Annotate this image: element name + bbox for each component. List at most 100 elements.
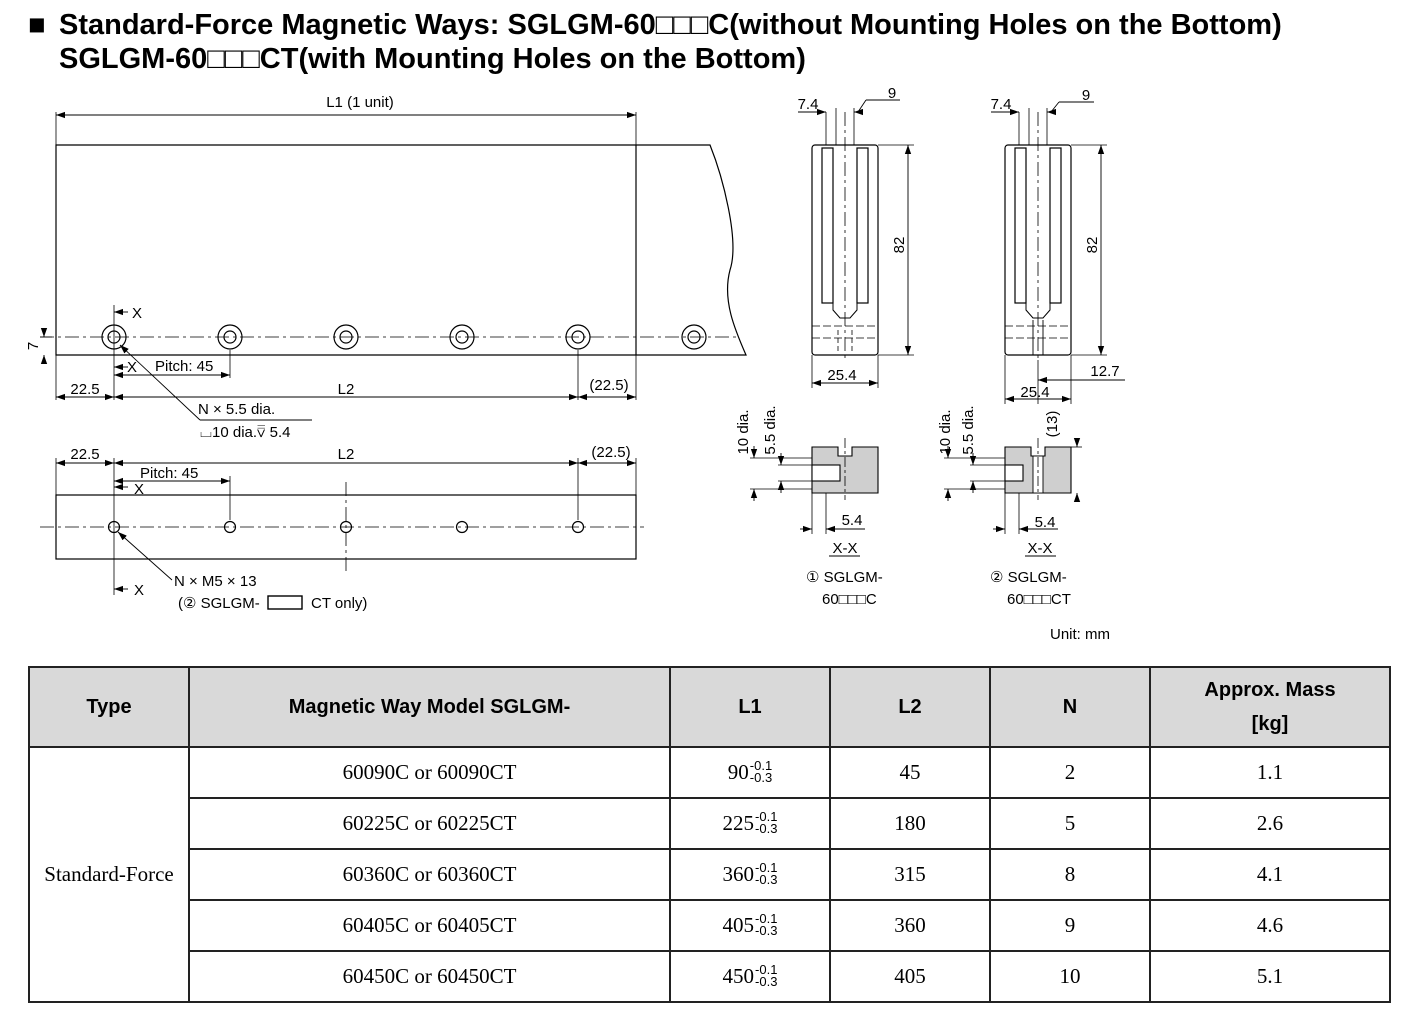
tolerance-lower: -0.3 <box>755 974 778 990</box>
mass-cell: 4.1 <box>1149 848 1391 901</box>
tap-note-1: N × M5 × 13 <box>174 573 257 590</box>
title-text-1: Standard-Force Magnetic Ways: SGLGM-60□□… <box>59 9 1282 41</box>
section-xx-label: X-X <box>832 540 857 557</box>
section-marker-x: X <box>134 481 144 498</box>
l1-cell: 450-0.1-0.3 <box>669 950 831 1003</box>
dim-5-5-dia-label: 5.5 dia. <box>960 405 977 454</box>
tolerance-lower: -0.3 <box>755 923 778 939</box>
mass-cell: 4.6 <box>1149 899 1391 952</box>
l1-cell: 225-0.1-0.3 <box>669 797 831 850</box>
table-row: Standard-Force 60090C or 60090CT 90-0.1-… <box>28 746 1391 1003</box>
table-row: 60225C or 60225CT 225-0.1-0.3 180 5 2.6 <box>29 797 1391 850</box>
bottom-view <box>40 458 644 610</box>
l2-cell: 315 <box>829 848 991 901</box>
tolerance-upper: -0.1 <box>755 962 778 978</box>
header-mass-line-1: Approx. Mass <box>1204 679 1336 701</box>
section-caption-2-line-2: 60□□□CT <box>1007 591 1071 608</box>
section-caption-1-line-1: ① SGLGM- <box>806 569 883 586</box>
l1-cell: 360-0.1-0.3 <box>669 848 831 901</box>
top-view-labels: L1 (1 unit) X X Pitch: 45 22.5 L2 (22.5)… <box>25 94 629 441</box>
top-view <box>40 111 747 421</box>
bullet-icon: ■ <box>28 9 46 41</box>
mass-cell: 2.6 <box>1149 797 1391 850</box>
unit-label: Unit: mm <box>1050 626 1110 643</box>
dim-22-5-paren-label: (22.5) <box>589 377 628 394</box>
dim-25-4-label: 25.4 <box>1020 384 1049 401</box>
tolerance-upper: -0.1 <box>749 758 773 774</box>
section-marker-x: X <box>132 305 142 322</box>
model-cell: 60450C or 60450CT <box>188 950 671 1003</box>
section-caption-1-line-2: 60□□□C <box>822 591 877 608</box>
tolerance-upper: -0.1 <box>755 809 778 825</box>
l1-tolerance: -0.1-0.3 <box>755 861 778 888</box>
model-cell: 60405C or 60405CT <box>188 899 671 952</box>
table-header-row: Type Magnetic Way Model SGLGM- L1 L2 N A… <box>28 666 1391 748</box>
l1-value: 225 <box>722 810 755 835</box>
bottom-view-labels: 22.5 L2 (22.5) Pitch: 45 X X N × M5 × 13… <box>70 444 630 612</box>
dim-9-label: 9 <box>1082 87 1090 104</box>
l1-tolerance: -0.1-0.3 <box>755 962 778 990</box>
l1-tolerance: -0.1-0.3 <box>749 758 773 786</box>
dim-82-label: 82 <box>891 237 908 254</box>
dim-7-label: 7 <box>25 342 42 350</box>
l2-cell: 45 <box>829 746 991 799</box>
dim-7-4-label: 7.4 <box>798 96 819 113</box>
n-cell: 9 <box>989 899 1151 952</box>
section-marker-x: X <box>134 582 144 599</box>
title-line-1: ■ Standard-Force Magnetic Ways: SGLGM-60□… <box>28 8 1398 42</box>
l1-value: 360 <box>722 861 755 886</box>
l1-tolerance: -0.1-0.3 <box>755 911 778 939</box>
end-view-2 <box>991 101 1125 404</box>
type-cell: Standard-Force <box>28 746 190 1003</box>
dim-5-5-dia-label: 5.5 dia. <box>762 405 779 454</box>
dim-12-7-label: 12.7 <box>1090 363 1119 380</box>
header-model: Magnetic Way Model SGLGM- <box>188 666 671 748</box>
l1-tolerance: -0.1-0.3 <box>755 809 778 837</box>
dim-5-4-label: 5.4 <box>1035 514 1056 531</box>
l1-value: 405 <box>722 912 755 937</box>
dim-5-4-label: 5.4 <box>842 512 863 529</box>
dim-22-5-label: 22.5 <box>70 381 99 398</box>
dim-13-label: (13) <box>1044 411 1061 438</box>
n-cell: 10 <box>989 950 1151 1003</box>
dim-7-4-label: 7.4 <box>991 96 1012 113</box>
dim-10-dia-label: 10 dia. <box>937 409 954 454</box>
section-caption-2-line-1: ② SGLGM- <box>990 569 1067 586</box>
tolerance-lower: -0.3 <box>755 872 778 888</box>
section-xx-label: X-X <box>1027 540 1052 557</box>
l1-label: L1 (1 unit) <box>326 94 394 111</box>
l2-cell: 180 <box>829 797 991 850</box>
table-row: 60360C or 60360CT 360-0.1-0.3 315 8 4.1 <box>29 848 1391 901</box>
dimension-table: Type Magnetic Way Model SGLGM- L1 L2 N A… <box>28 666 1391 1003</box>
dim-25-4-label: 25.4 <box>827 367 856 384</box>
header-l2: L2 <box>829 666 991 748</box>
model-cell: 60360C or 60360CT <box>188 848 671 901</box>
hole-note-2: ⌴10 dia.⩢ 5.4 <box>200 424 291 441</box>
tolerance-lower: -0.3 <box>755 821 778 837</box>
l2-cell: 360 <box>829 899 991 952</box>
header-l1: L1 <box>669 666 831 748</box>
section-xx-1 <box>750 438 879 557</box>
title-line-2: SGLGM-60□□□CT(with Mounting Holes on the… <box>59 43 806 75</box>
pitch-label: Pitch: 45 <box>140 465 198 482</box>
tolerance-upper: -0.1 <box>755 911 778 927</box>
n-cell: 8 <box>989 848 1151 901</box>
header-n: N <box>989 666 1151 748</box>
dim-22-5-paren-label: (22.5) <box>591 444 630 461</box>
dim-9-label: 9 <box>888 85 896 102</box>
dim-10-dia-label: 10 dia. <box>735 409 752 454</box>
l2-cell: 405 <box>829 950 991 1003</box>
end-view-1 <box>798 99 914 388</box>
dim-82-label: 82 <box>1084 237 1101 254</box>
tolerance-lower: -0.3 <box>749 770 773 786</box>
dimension-drawing: L1 (1 unit) X X Pitch: 45 22.5 L2 (22.5)… <box>25 85 1125 643</box>
hole-leader-line <box>119 344 201 421</box>
tap-note-3: CT only) <box>311 595 367 612</box>
mass-cell: 1.1 <box>1149 746 1391 799</box>
l2-label: L2 <box>338 446 355 463</box>
magnet-plate-outline <box>55 144 747 356</box>
l1-value: 90 <box>727 759 749 784</box>
l2-label: L2 <box>338 381 355 398</box>
model-cell: 60225C or 60225CT <box>188 797 671 850</box>
model-blank-box <box>267 595 303 610</box>
